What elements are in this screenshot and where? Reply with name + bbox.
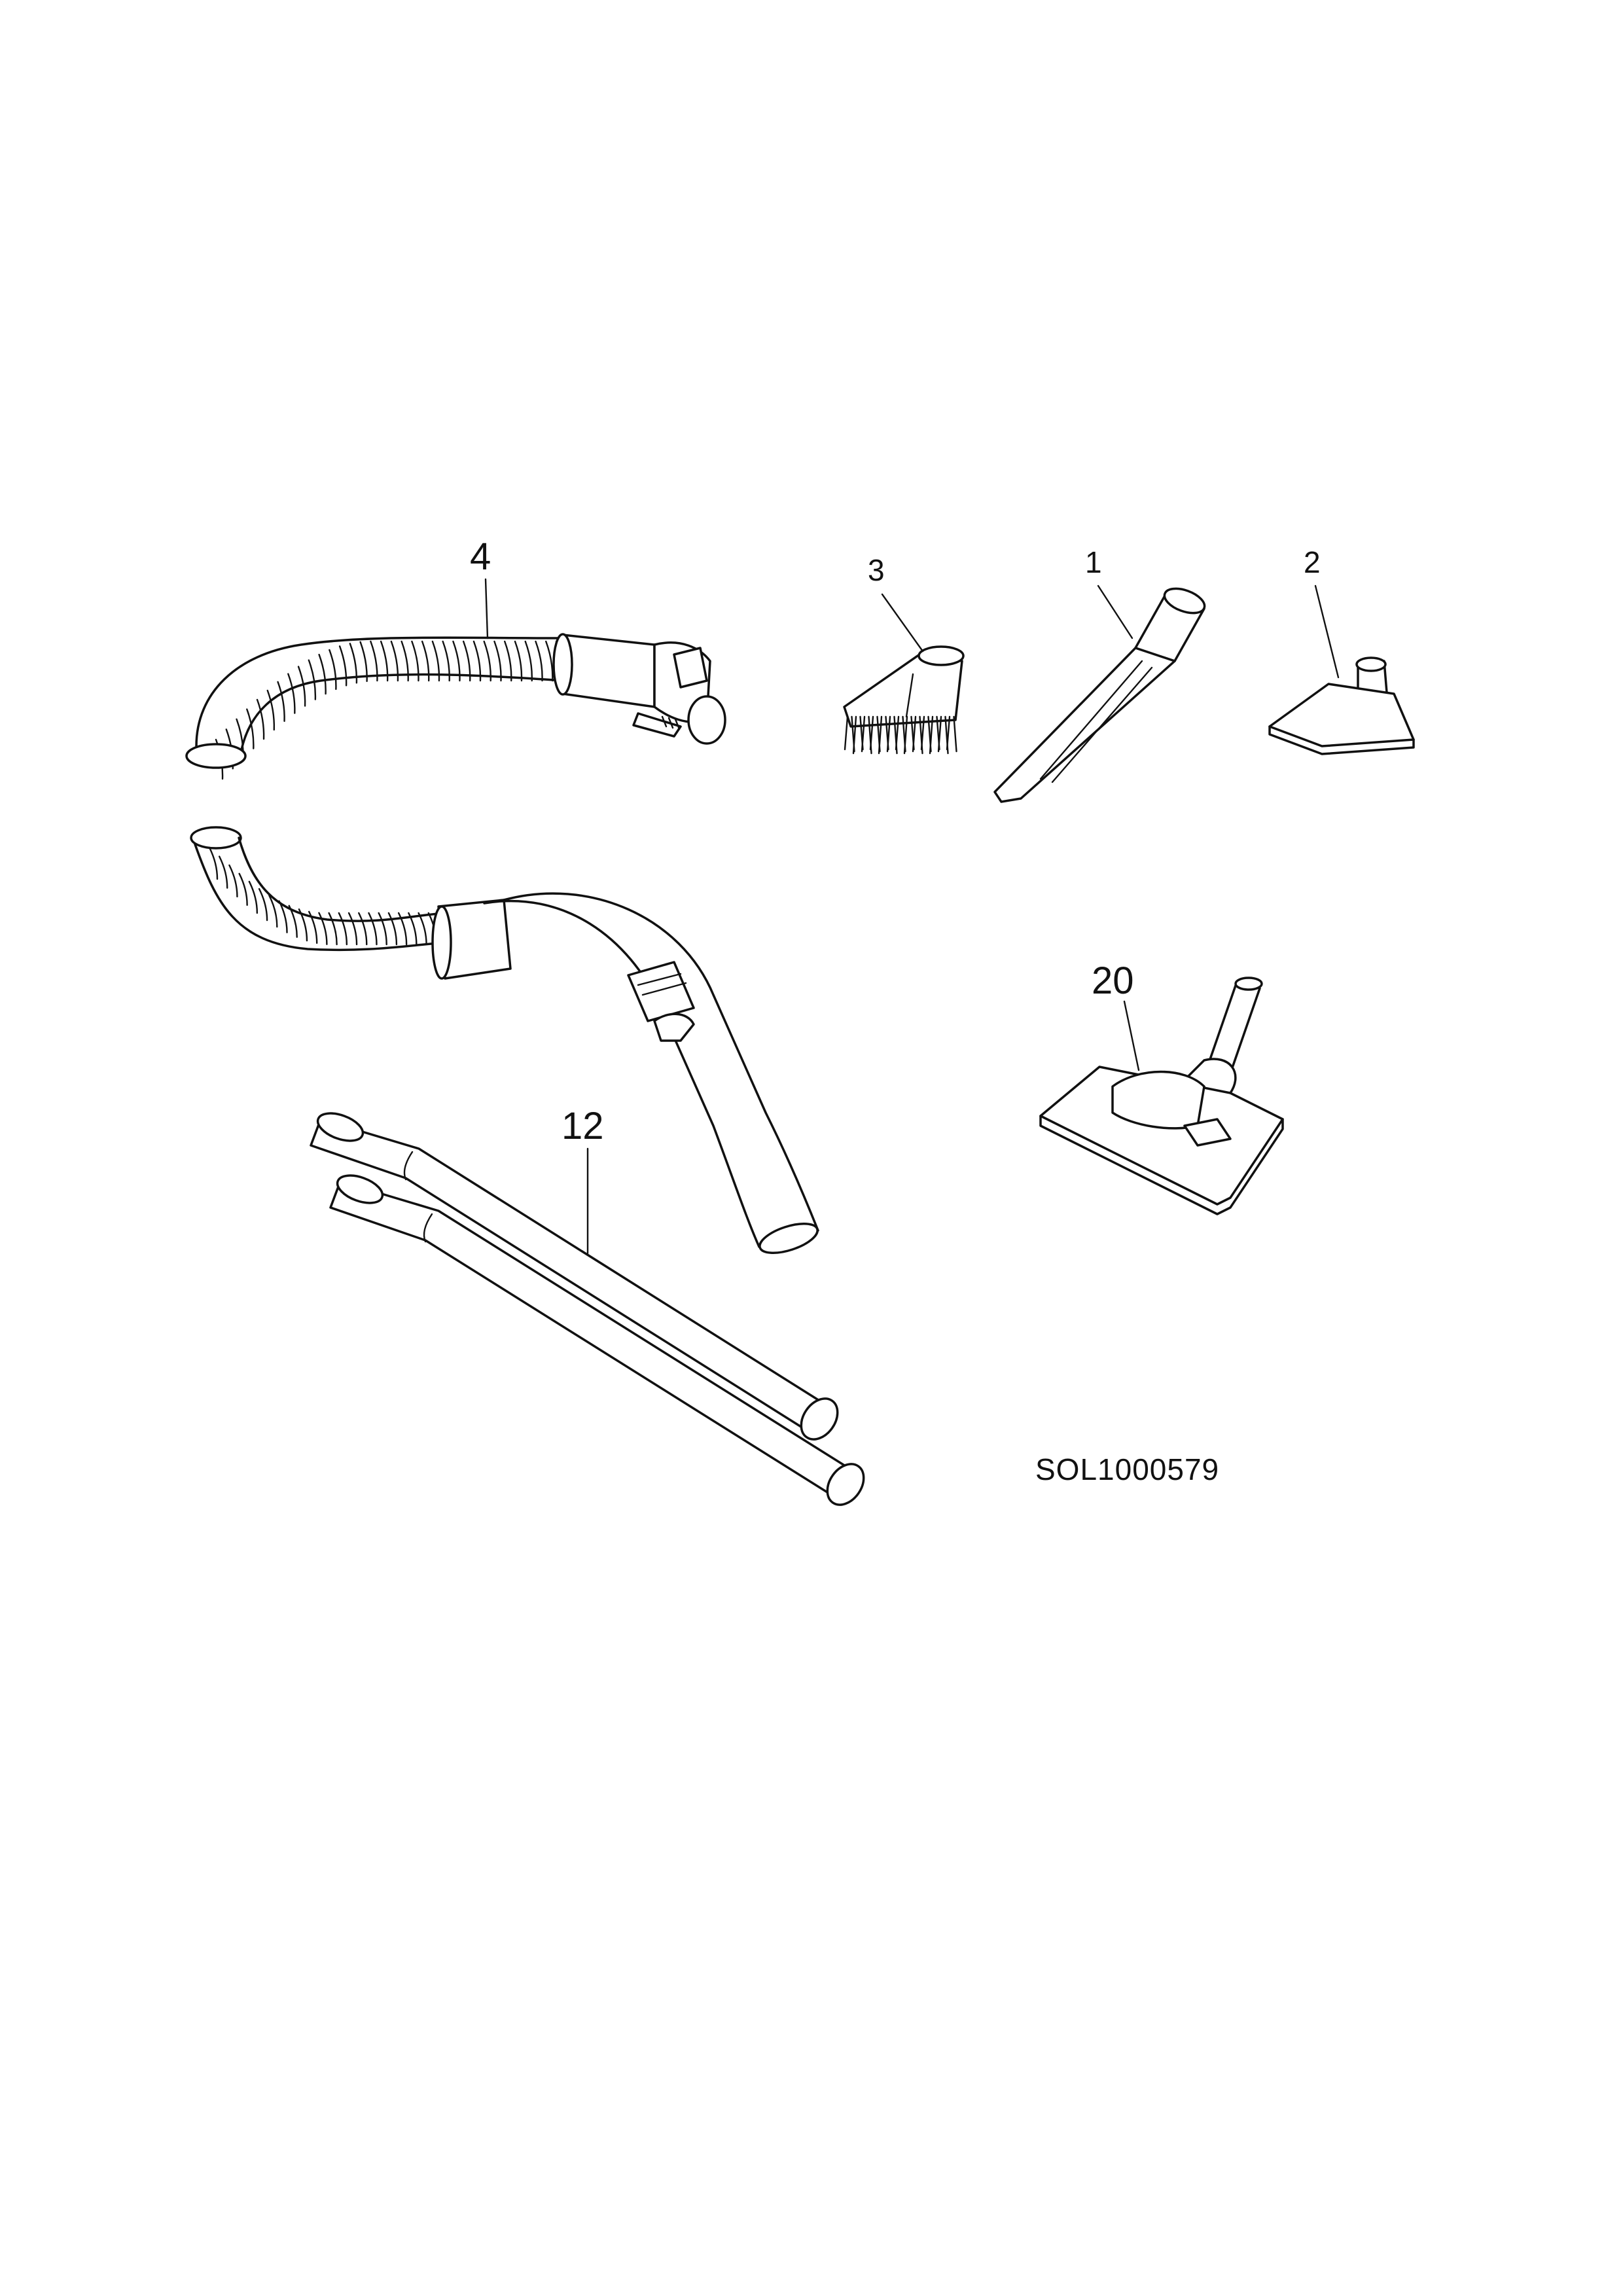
callout-3: 3	[868, 553, 885, 587]
leader-20	[1123, 1000, 1140, 1071]
leader-4	[484, 578, 489, 639]
drawing-code: SOL1000579	[1035, 1452, 1220, 1486]
floor-nozzle-part	[1039, 977, 1284, 1215]
leader-3	[881, 593, 924, 653]
crevice-tool-part	[993, 587, 1206, 803]
callout-1: 1	[1085, 545, 1102, 579]
brush-nozzle-part	[843, 645, 965, 755]
leader-2	[1314, 584, 1340, 679]
hose-lower-part	[190, 826, 819, 1255]
hose-upper-part	[185, 633, 726, 780]
upholstery-nozzle-part	[1268, 656, 1415, 755]
leader-1	[1097, 584, 1133, 639]
callout-2: 2	[1304, 545, 1321, 579]
callout-12: 12	[562, 1105, 604, 1147]
callout-4: 4	[470, 535, 491, 578]
callout-20: 20	[1092, 960, 1134, 1002]
extension-tubes-part	[310, 1112, 865, 1506]
